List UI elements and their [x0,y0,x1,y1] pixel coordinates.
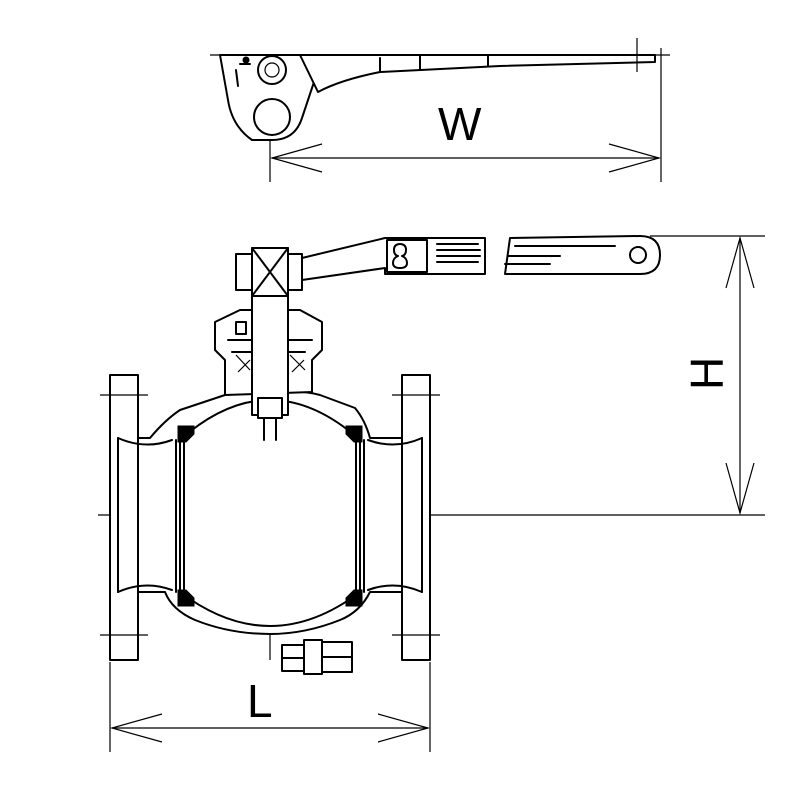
length-label: L [247,675,273,727]
lock-icon [392,243,408,269]
width-dimension: W [269,48,662,182]
seat-top-left [177,425,195,443]
top-view-lever-arm [299,54,656,93]
top-view [210,38,670,141]
height-dimension: H [650,235,765,516]
top-view-hub [219,54,319,141]
seat-bottom-right [345,589,363,607]
width-label: W [438,98,482,150]
drain-plug [281,639,353,675]
seat-top-right [345,425,363,443]
top-view-stem-bore [253,98,291,136]
height-label: H [681,357,733,390]
front-view [98,235,765,675]
lever-end-hole [629,246,647,264]
ball [179,399,361,627]
seat-bottom-left [177,589,195,607]
length-dimension: L [109,662,431,752]
top-view-stem-inner [257,55,287,85]
